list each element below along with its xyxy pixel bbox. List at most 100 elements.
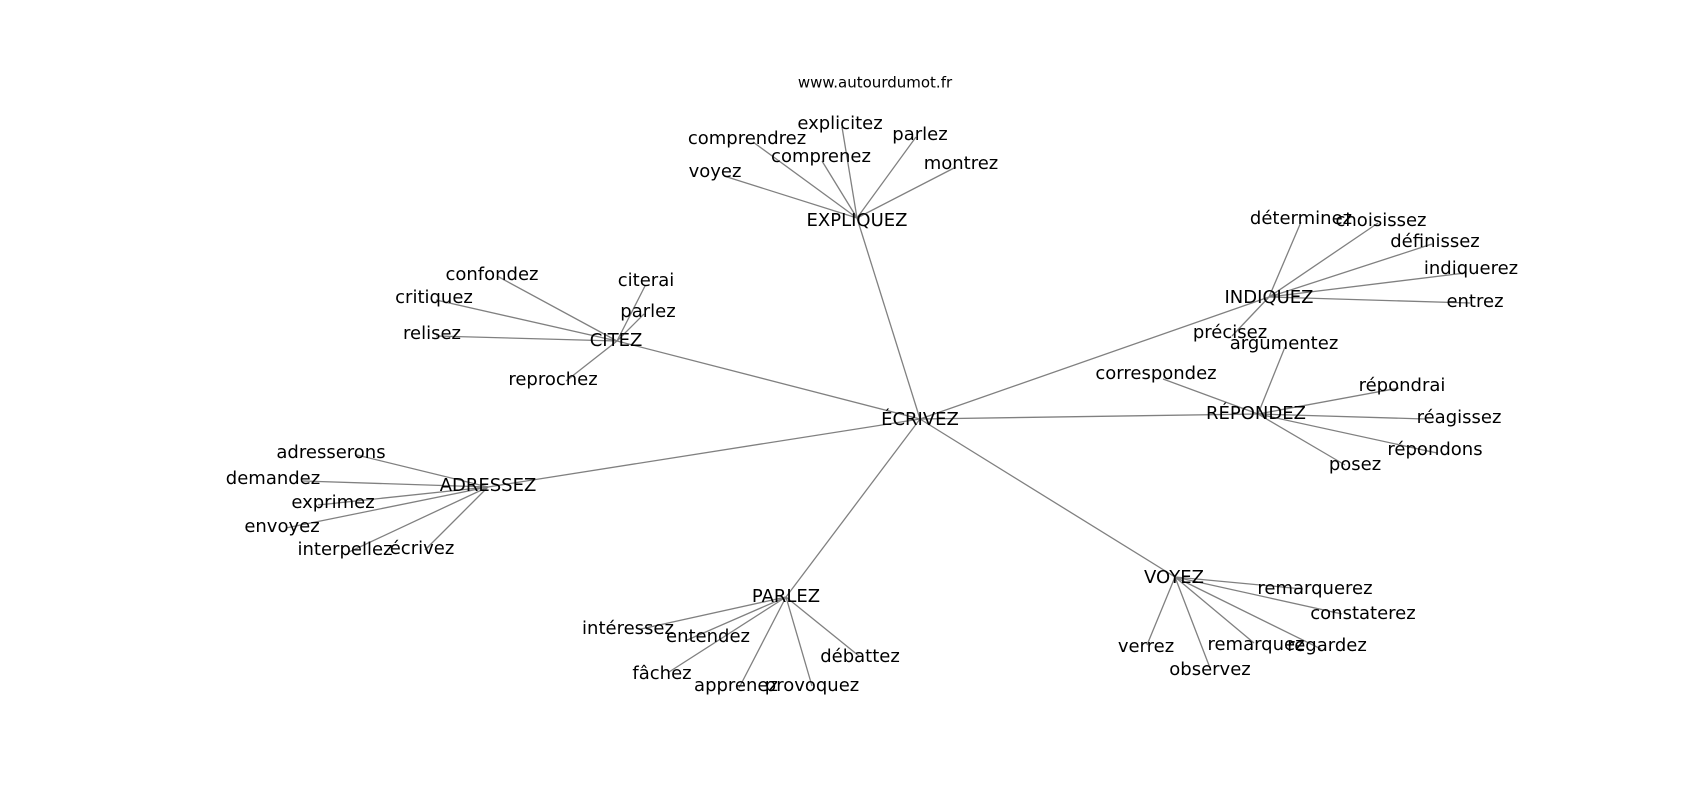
word-node-label-voyez-observez: observez bbox=[1169, 659, 1250, 680]
word-node-label-parlez-fachez: fâchez bbox=[632, 663, 691, 684]
word-node-label-indiquez-definissez: définissez bbox=[1390, 231, 1480, 252]
edge-root-repondez bbox=[919, 413, 1259, 420]
edge-expliquez-comprendrez bbox=[752, 141, 858, 219]
word-node-label-parlez-provoquez: provoquez bbox=[765, 675, 859, 696]
edge-adressez-interpellez bbox=[348, 486, 489, 553]
word-node-label-adressez-ecrivez: écrivez bbox=[390, 538, 455, 559]
edge-repondez-correspondez bbox=[1162, 378, 1259, 415]
edge-expliquez-montrez bbox=[856, 166, 957, 219]
word-node-label-expliquez-montrez: montrez bbox=[924, 153, 999, 174]
edge-indiquez-entrez bbox=[1268, 296, 1471, 304]
edge-voyez-observez bbox=[1174, 576, 1211, 669]
edge-citez-parlez bbox=[616, 313, 645, 342]
edge-parlez-interessez bbox=[640, 596, 787, 630]
word-node-label-voyez-regardez: regardez bbox=[1287, 635, 1367, 656]
edge-indiquez-determinez bbox=[1268, 221, 1302, 298]
hub-node-label-repondez: RÉPONDEZ bbox=[1206, 402, 1306, 424]
edge-indiquez-indiquerez bbox=[1268, 272, 1466, 298]
edge-voyez-remarquez bbox=[1174, 576, 1255, 644]
word-node-label-parlez-apprenez: apprenez bbox=[694, 675, 778, 696]
word-node-label-citez-relisez: relisez bbox=[403, 323, 461, 344]
hub-node-label-indiquez: INDIQUEZ bbox=[1225, 287, 1314, 308]
source-label: www.autourdumot.fr bbox=[798, 74, 953, 92]
edge-indiquez-choisissez bbox=[1268, 222, 1379, 298]
edge-parlez-fachez bbox=[668, 596, 787, 673]
word-node-label-indiquez-precisez: précisez bbox=[1193, 322, 1267, 343]
word-node-label-repondez-repondrai: répondrai bbox=[1359, 375, 1446, 396]
word-node-label-indiquez-choisissez: choisissez bbox=[1336, 210, 1427, 231]
root-node-label: ÉCRIVEZ bbox=[881, 408, 959, 430]
edge-adressez-demandez bbox=[302, 480, 489, 488]
edge-adressez-exprimez bbox=[317, 486, 489, 506]
word-node-label-citez-confondez: confondez bbox=[445, 264, 538, 285]
word-node-label-repondez-correspondez: correspondez bbox=[1095, 363, 1216, 384]
word-node-label-parlez-debattez: débattez bbox=[820, 646, 900, 667]
edge-parlez-entendez bbox=[684, 596, 787, 642]
graph-labels: www.autourdumot.fr ÉCRIVEZ EXPLIQUEZ compr… bbox=[226, 74, 1518, 697]
edge-parlez-debattez bbox=[785, 596, 860, 657]
word-node-label-expliquez-parlez: parlez bbox=[892, 124, 947, 145]
word-node-label-indiquez-determinez: déterminez bbox=[1250, 208, 1352, 229]
edge-adressez-envoyez bbox=[285, 486, 489, 529]
edge-expliquez-explicitez bbox=[841, 126, 858, 219]
edge-indiquez-precisez bbox=[1231, 296, 1270, 337]
word-node-label-voyez-remarquez: remarquez bbox=[1207, 634, 1304, 655]
edge-parlez-provoquez bbox=[785, 596, 813, 687]
edge-repondez-repondrai bbox=[1257, 387, 1400, 415]
edge-citez-citerai bbox=[616, 285, 646, 342]
edge-citez-confondez bbox=[496, 275, 618, 342]
word-node-label-repondez-reagissez: réagissez bbox=[1417, 407, 1502, 428]
edge-repondez-argumentez bbox=[1257, 346, 1286, 415]
edge-repondez-reagissez bbox=[1257, 413, 1426, 420]
edge-parlez-apprenez bbox=[738, 596, 787, 689]
hub-node-label-expliquez: EXPLIQUEZ bbox=[807, 210, 908, 231]
edge-voyez-regardez bbox=[1174, 576, 1322, 650]
edge-indiquez-definissez bbox=[1268, 243, 1433, 298]
edge-repondez-repondons bbox=[1257, 413, 1438, 454]
word-node-label-parlez-interessez: intéressez bbox=[582, 618, 674, 639]
word-node-label-citez-reprochez: reprochez bbox=[508, 369, 597, 390]
edge-citez-critiquez bbox=[435, 299, 618, 342]
word-node-label-citez-parlez: parlez bbox=[620, 301, 675, 322]
word-node-label-indiquez-entrez: entrez bbox=[1446, 291, 1503, 312]
hub-node-label-parlez: PARLEZ bbox=[752, 586, 820, 607]
word-node-label-adressez-exprimez: exprimez bbox=[291, 492, 374, 513]
word-node-label-citez-critiquez: critiquez bbox=[395, 287, 473, 308]
word-node-label-repondez-posez: posez bbox=[1329, 454, 1381, 475]
word-node-label-citez-citerai: citerai bbox=[618, 270, 674, 291]
word-node-label-expliquez-comprendrez: comprendrez bbox=[688, 128, 806, 149]
hub-node-label-citez: CITEZ bbox=[590, 330, 643, 351]
word-node-label-indiquez-indiquerez: indiquerez bbox=[1424, 258, 1518, 279]
edge-citez-relisez bbox=[435, 335, 618, 342]
edge-voyez-constaterez bbox=[1174, 576, 1343, 615]
edge-repondez-posez bbox=[1257, 413, 1346, 466]
hub-node-label-voyez: VOYEZ bbox=[1144, 567, 1204, 588]
edge-expliquez-voyez bbox=[723, 175, 858, 219]
word-node-label-adressez-demandez: demandez bbox=[226, 468, 320, 489]
graph-edges bbox=[285, 126, 1471, 689]
word-node-label-repondez-argumentez: argumentez bbox=[1230, 333, 1339, 354]
word-node-label-voyez-remarquerez: remarquerez bbox=[1257, 578, 1372, 599]
edge-root-citez bbox=[616, 340, 921, 420]
edge-citez-reprochez bbox=[565, 340, 618, 382]
word-node-label-expliquez-explicitez: explicitez bbox=[797, 113, 882, 134]
word-node-label-voyez-verrez: verrez bbox=[1118, 636, 1174, 657]
edge-root-adressez bbox=[487, 418, 921, 488]
word-node-label-adressez-adresserons: adresserons bbox=[276, 442, 385, 463]
word-node-label-expliquez-comprenez: comprenez bbox=[771, 146, 871, 167]
edge-voyez-verrez bbox=[1146, 576, 1176, 646]
hub-node-label-adressez: ADRESSEZ bbox=[440, 475, 537, 496]
edge-adressez-ecrivez bbox=[424, 486, 489, 551]
edge-expliquez-comprenez bbox=[821, 160, 858, 219]
word-node-label-voyez-constaterez: constaterez bbox=[1310, 603, 1415, 624]
edge-expliquez-parlez bbox=[856, 136, 917, 219]
edge-root-parlez bbox=[785, 418, 921, 598]
word-node-label-adressez-envoyez: envoyez bbox=[244, 516, 319, 537]
edge-root-expliquez bbox=[856, 217, 921, 420]
word-node-label-adressez-interpellez: interpellez bbox=[298, 539, 393, 560]
edge-root-voyez bbox=[919, 418, 1176, 578]
edge-adressez-adresserons bbox=[356, 454, 489, 488]
word-node-label-parlez-entendez: entendez bbox=[666, 626, 750, 647]
edge-root-indiquez bbox=[919, 296, 1270, 420]
